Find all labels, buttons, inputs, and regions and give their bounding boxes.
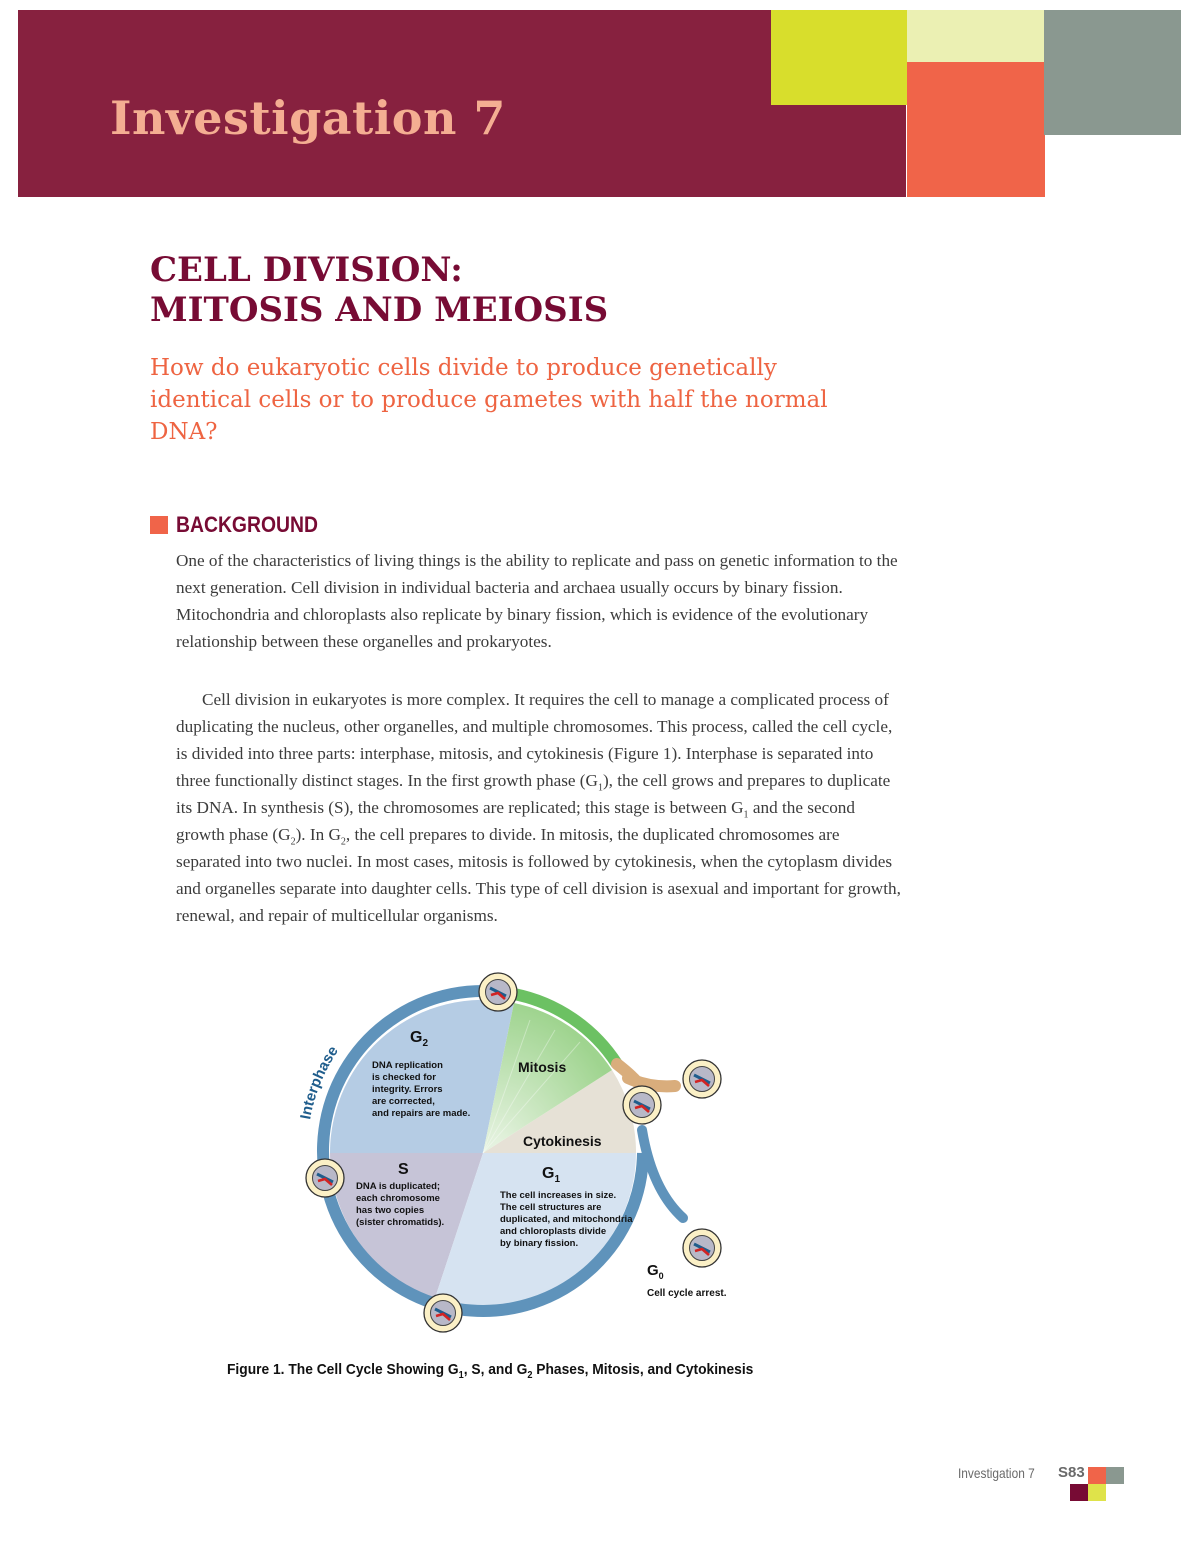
- page-title-line2: MITOSIS AND MEIOSIS: [150, 290, 609, 330]
- cell-icon-g2-mitosis: [477, 971, 519, 1013]
- page-title: CELL DIVISION: MITOSIS AND MEIOSIS: [150, 250, 608, 330]
- cell-cycle-diagram: Interphase G2 DNA replication is checked…: [290, 960, 780, 1350]
- s-label: S: [398, 1161, 409, 1178]
- s-description: DNA is duplicated; each chromosome has t…: [356, 1181, 444, 1228]
- cytokinesis-sector: [483, 1070, 637, 1153]
- g1-sector: [435, 1153, 636, 1306]
- page-number: S83: [1058, 1464, 1085, 1481]
- cytokinesis-branch: [611, 1058, 681, 1094]
- cell-icon-s-g1: [422, 1292, 464, 1334]
- paragraph-1: One of the characteristics of living thi…: [176, 551, 898, 651]
- section-marker-square: [150, 516, 168, 534]
- section-heading-background: BACKGROUND: [176, 512, 318, 537]
- footer-square-yellow: [1088, 1484, 1106, 1501]
- footer-square-orange: [1088, 1467, 1106, 1484]
- header-block-lime: [771, 10, 909, 105]
- g1-description: The cell increases in size. The cell str…: [500, 1190, 635, 1249]
- figure-caption: Figure 1. The Cell Cycle Showing G1, S, …: [227, 1361, 754, 1381]
- footer-square-maroon: [1070, 1484, 1088, 1501]
- paragraph-2: Cell division in eukaryotes is more comp…: [176, 690, 901, 925]
- footer-label: Investigation 7: [958, 1465, 1035, 1481]
- cell-icon-s: [304, 1157, 346, 1199]
- g2-description: DNA replication is checked for integrity…: [372, 1060, 470, 1119]
- g2-sector: [329, 999, 514, 1153]
- g0-branch: [637, 1125, 688, 1223]
- s-sector: [330, 1153, 483, 1298]
- interphase-ring: [317, 984, 649, 1317]
- page-title-line1: CELL DIVISION:: [150, 250, 463, 290]
- header-block-pale-yellow: [907, 10, 1045, 62]
- g0-description: Cell cycle arrest.: [647, 1288, 727, 1299]
- page-subtitle: How do eukaryotic cells divide to produc…: [150, 355, 828, 445]
- mitosis-ring: [512, 988, 623, 1068]
- mitosis-sector: [483, 1003, 612, 1153]
- header-block-gray: [1044, 10, 1181, 135]
- g1-label: G1: [542, 1165, 560, 1185]
- header-block-orange: [907, 62, 1045, 197]
- cytokinesis-label: Cytokinesis: [523, 1133, 602, 1149]
- mitosis-label: Mitosis: [518, 1059, 566, 1075]
- footer-square-gray: [1106, 1467, 1124, 1484]
- cell-icon-daughter: [681, 1058, 723, 1100]
- g2-label: G2: [410, 1029, 428, 1049]
- cell-icon-cytokinesis: [621, 1084, 663, 1126]
- investigation-title: Investigation 7: [110, 91, 506, 145]
- header-banner: [18, 10, 906, 197]
- cell-icon-g0: [681, 1227, 723, 1269]
- g0-label: G0: [647, 1262, 664, 1281]
